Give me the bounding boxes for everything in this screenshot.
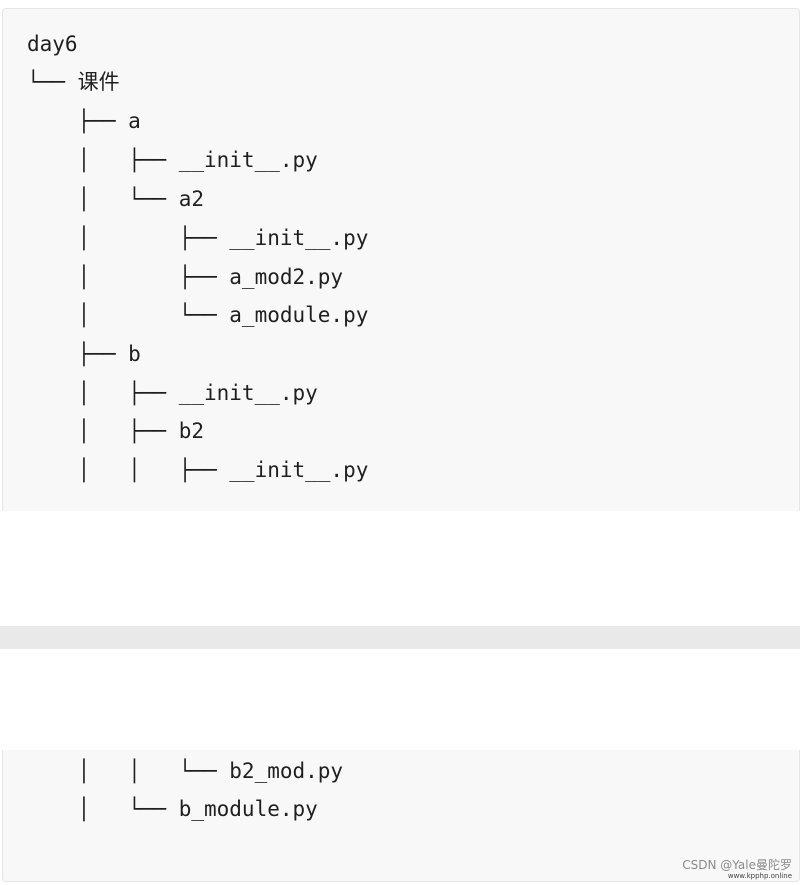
tree-line: └── 课件 xyxy=(27,70,120,94)
tree-line: │ │ └── b2_mod.py xyxy=(27,759,344,783)
tree-line: │ ├── __init__.py xyxy=(27,381,318,405)
tree-line: │ ├── b2 xyxy=(27,419,205,443)
tree-line: │ │ ├── __init__.py xyxy=(27,458,369,482)
tree-line: │ └── a2 xyxy=(27,187,205,211)
tree-line: │ ├── __init__.py xyxy=(27,148,318,172)
divider-band xyxy=(0,626,800,649)
tree-line-root: day6 xyxy=(27,32,78,56)
tree-line: ├── b xyxy=(27,342,141,366)
tree-line: │ ├── __init__.py xyxy=(27,226,369,250)
code-block-bottom xyxy=(2,750,800,882)
tree-line: │ ├── a_mod2.py xyxy=(27,265,344,289)
watermark-text: CSDN @Yale曼陀罗 xyxy=(682,858,792,872)
watermark: CSDN @Yale曼陀罗 www.kpphp.online xyxy=(682,858,792,880)
tree-line: │ └── b_module.py xyxy=(27,797,318,821)
tree-line: │ └── a_module.py xyxy=(27,303,369,327)
watermark-subtext: www.kpphp.online xyxy=(727,872,792,880)
code-block-top xyxy=(2,8,800,511)
tree-line: ├── a xyxy=(27,109,141,133)
